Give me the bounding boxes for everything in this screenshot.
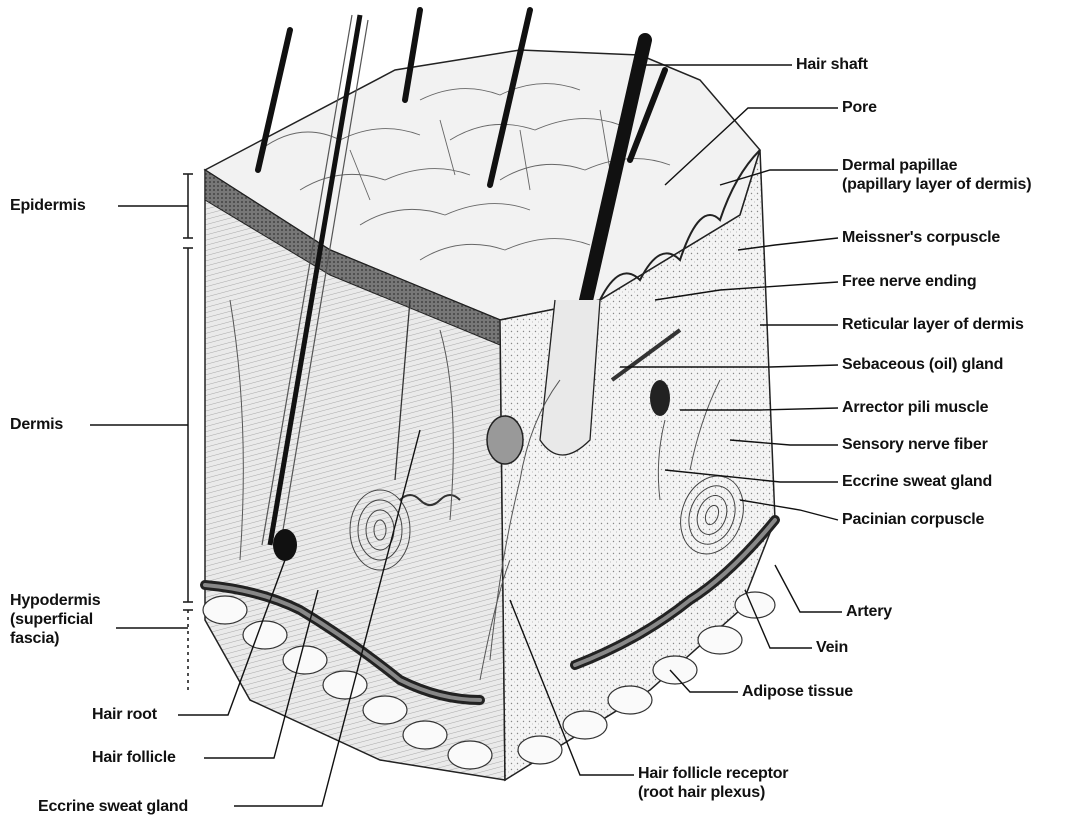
label-dermal-papillae-line1: Dermal papillae xyxy=(842,156,1031,175)
label-hypodermis-line3: fascia) xyxy=(10,629,100,648)
layer-brackets xyxy=(183,174,193,690)
label-dermal-papillae-line2: (papillary layer of dermis) xyxy=(842,175,1031,194)
label-hair-follicle-receptor-line1: Hair follicle receptor xyxy=(638,764,788,783)
label-pore: Pore xyxy=(842,98,877,117)
label-dermis: Dermis xyxy=(10,415,63,434)
label-hair-shaft: Hair shaft xyxy=(796,55,868,74)
label-artery: Artery xyxy=(846,602,892,621)
hair-bulb-left xyxy=(273,529,297,561)
label-hypodermis-line1: Hypodermis xyxy=(10,591,100,610)
label-meissners-corpuscle: Meissner's corpuscle xyxy=(842,228,1000,247)
label-eccrine-sweat-gland-right: Eccrine sweat gland xyxy=(842,472,992,491)
label-vein: Vein xyxy=(816,638,848,657)
label-hair-root: Hair root xyxy=(92,705,157,724)
label-adipose-tissue: Adipose tissue xyxy=(742,682,853,701)
label-reticular-layer: Reticular layer of dermis xyxy=(842,315,1024,334)
label-hypodermis: Hypodermis (superficial fascia) xyxy=(10,591,100,648)
sebaceous-gland xyxy=(487,416,523,464)
label-pacinian-corpuscle: Pacinian corpuscle xyxy=(842,510,984,529)
label-sebaceous-gland: Sebaceous (oil) gland xyxy=(842,355,1003,374)
label-dermal-papillae: Dermal papillae (papillary layer of derm… xyxy=(842,156,1031,194)
label-hair-follicle-receptor: Hair follicle receptor (root hair plexus… xyxy=(638,764,788,802)
label-hair-follicle: Hair follicle xyxy=(92,748,176,767)
label-hair-follicle-receptor-line2: (root hair plexus) xyxy=(638,783,788,802)
label-free-nerve-ending: Free nerve ending xyxy=(842,272,976,291)
label-eccrine-sweat-gland-bottom: Eccrine sweat gland xyxy=(38,797,188,816)
label-epidermis: Epidermis xyxy=(10,196,86,215)
label-arrector-pili: Arrector pili muscle xyxy=(842,398,988,417)
label-hypodermis-line2: (superficial xyxy=(10,610,100,629)
sebaceous-gland-right xyxy=(650,380,670,416)
label-sensory-nerve-fiber: Sensory nerve fiber xyxy=(842,435,988,454)
